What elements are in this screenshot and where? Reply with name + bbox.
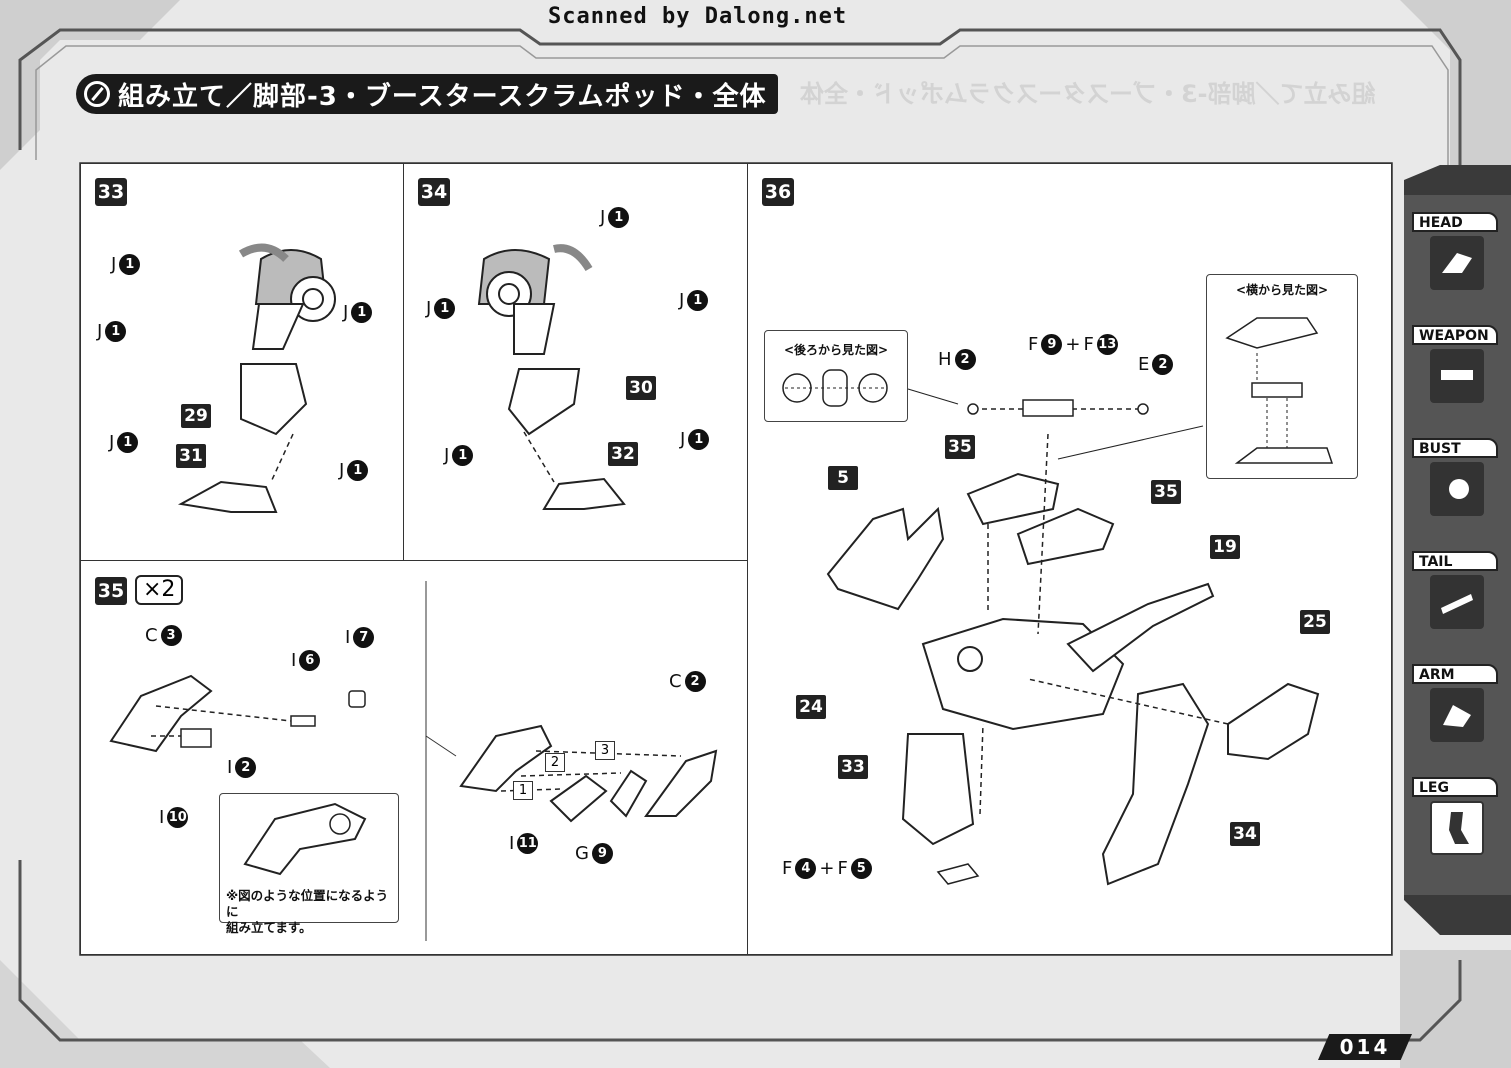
step-number: 33 [95, 178, 127, 206]
inset-illustration [243, 802, 367, 876]
callout-35: 35 [1151, 480, 1181, 504]
callout-35: 35 [945, 435, 975, 459]
callout-29: 29 [181, 404, 211, 428]
back-view-inset: <後ろから見た図> [764, 330, 908, 422]
leg-assembly-illustration [177, 243, 336, 513]
tab-label: LEG [1412, 777, 1498, 797]
callout-33: 33 [838, 755, 868, 779]
sequence-1: 1 [513, 781, 533, 800]
side-view-title: <横から見た図> [1235, 283, 1329, 297]
step-number: 34 [418, 178, 450, 206]
step-number: 35 [95, 577, 127, 605]
head-part-icon [1430, 236, 1484, 290]
tab-label: HEAD [1412, 212, 1498, 232]
tab-arm[interactable]: ARM [1412, 664, 1498, 742]
booster-assembly-illustration [109, 581, 718, 941]
callout-31: 31 [176, 444, 206, 468]
tab-tail[interactable]: TAIL [1412, 551, 1498, 629]
callout-32: 32 [608, 442, 638, 466]
position-note-inset: ※図のような位置になるように 組み立てます。 [219, 793, 399, 935]
bust-part-icon [1430, 462, 1484, 516]
step-36-panel: 36 <後ろから見た図> [747, 163, 1392, 955]
back-view-drawing [782, 369, 888, 407]
tab-head[interactable]: HEAD [1412, 212, 1498, 290]
note-line-2: 組み立てます。 [226, 920, 312, 935]
step-number: 36 [762, 178, 794, 206]
quantity-multiplier: ×2 [135, 575, 184, 605]
page-number: 014 [1318, 1034, 1412, 1060]
tab-bust[interactable]: BUST [1412, 438, 1498, 516]
tail-part-icon [1430, 575, 1484, 629]
callout-25: 25 [1300, 610, 1330, 634]
tab-label: WEAPON [1412, 325, 1498, 345]
callout-30: 30 [626, 376, 656, 400]
side-view-drawing [1225, 317, 1334, 464]
weapon-part-icon [1430, 349, 1484, 403]
full-assembly-illustration [826, 388, 1320, 886]
tab-label: BUST [1412, 438, 1498, 458]
sequence-3: 3 [595, 741, 615, 760]
back-view-title: <後ろから見た図> [783, 343, 889, 357]
wrench-icon [84, 81, 110, 107]
callout-24: 24 [796, 695, 826, 719]
scan-credit: Scanned by Dalong.net [548, 4, 848, 29]
leg-assembly-illustration [477, 244, 626, 510]
sequence-2: 2 [545, 753, 565, 772]
note-line-1: ※図のような位置になるように [226, 888, 389, 919]
arm-part-icon [1430, 688, 1484, 742]
callout-5: 5 [828, 466, 858, 490]
bleed-through-title: 組み立て／脚部-3・ブースタースクラムポッド・全体 [800, 80, 1376, 108]
tab-weapon[interactable]: WEAPON [1412, 325, 1498, 403]
side-view-inset: <横から見た図> [1206, 274, 1358, 479]
section-title: 組み立て／脚部-3・ブースタースクラムポッド・全体 [118, 81, 767, 112]
tab-label: TAIL [1412, 551, 1498, 571]
section-title-bar: 組み立て／脚部-3・ブースタースクラムポッド・全体 [76, 74, 778, 114]
callout-34: 34 [1230, 822, 1260, 846]
tab-label: ARM [1412, 664, 1498, 684]
callout-19: 19 [1210, 535, 1240, 559]
leg-part-icon [1430, 801, 1484, 855]
tab-leg[interactable]: LEG [1412, 777, 1498, 855]
